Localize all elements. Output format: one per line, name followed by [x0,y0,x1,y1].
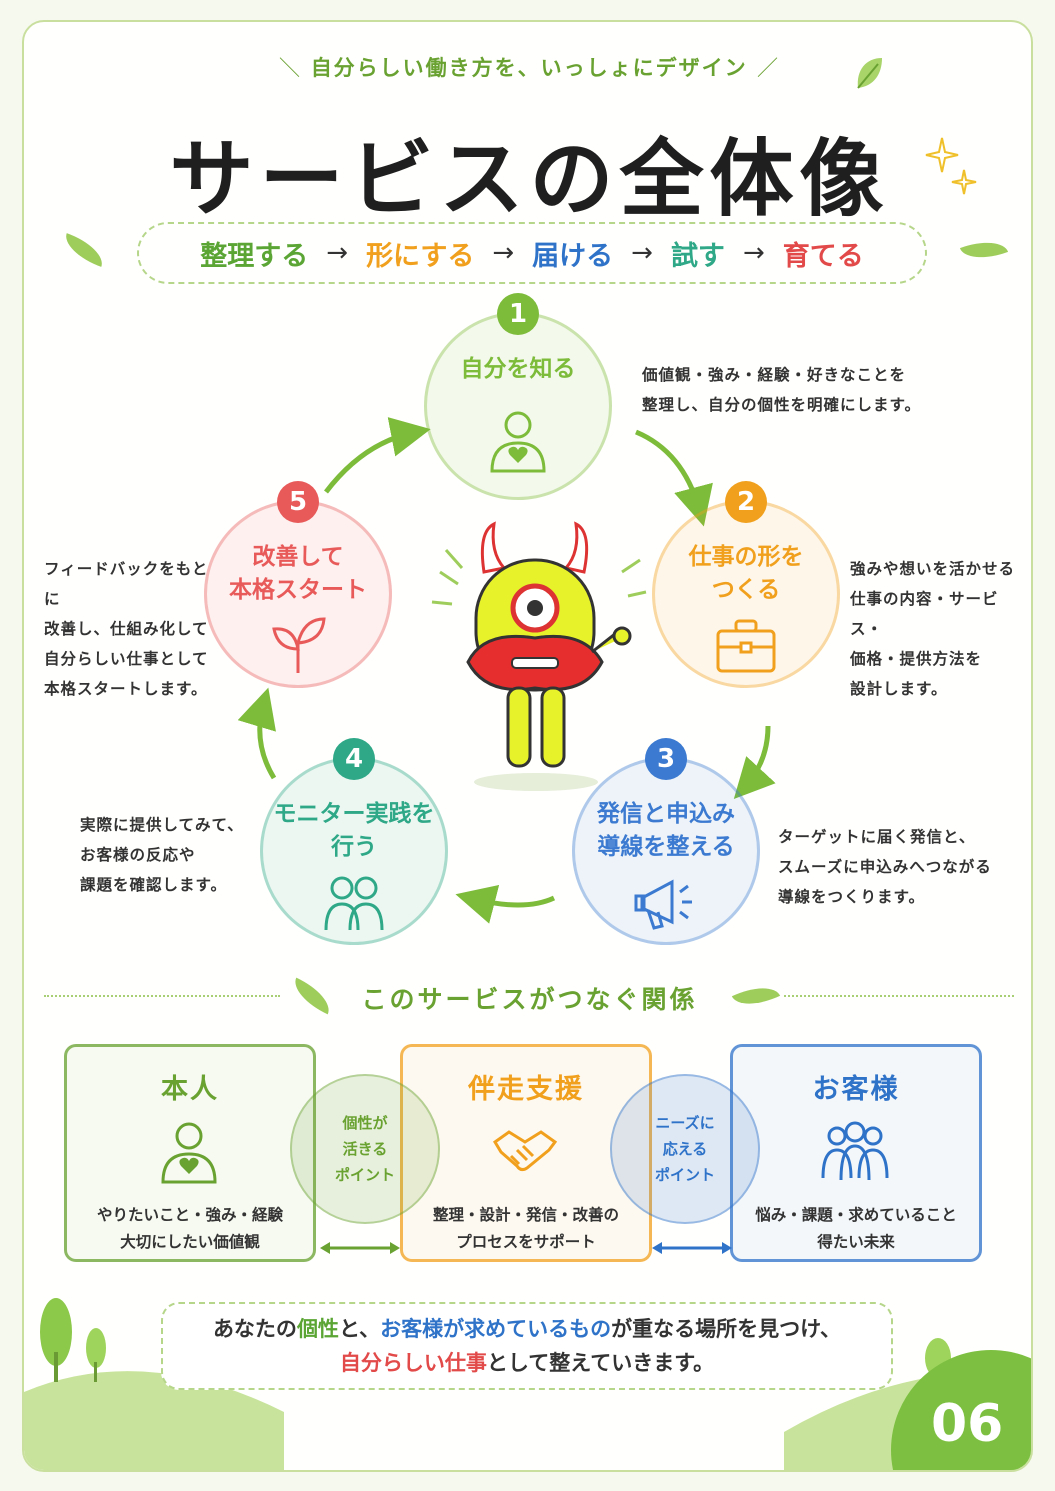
message-segment: と、 [338,1317,381,1341]
page-number: 06 [931,1394,1004,1454]
arrow-3-to-4 [455,884,556,924]
flow-step-label: 育てる [782,240,864,272]
step-description: 価値観・強み・経験・好きなことを整理し、自分の個性を明確にします。 [642,366,921,414]
message-segment: として整えていきます。 [486,1351,715,1375]
step-title: 自分を知る [460,356,576,382]
group-icon [821,1118,891,1188]
step-number-badge: 3 [645,738,687,780]
megaphone-icon [632,868,700,936]
step-description: 強みや想いを活かせる仕事の内容・サービス・価格・提供方法を設計します。 [850,560,1016,698]
process-flow-bar: 整理する → 形にする → 届ける → 試す → 育てる [137,222,927,284]
flow-arrow: → [742,238,765,268]
leaf-icon [857,58,882,89]
message-line-1: あなたの個性と、お客様が求めているものが重なる場所を見つけ、 [213,1312,841,1346]
double-arrow-green [320,1242,400,1254]
arrow-2-to-3 [733,725,776,800]
mascot-illustration [431,521,647,791]
sprout-icon [264,611,332,679]
relation-box: 本人やりたいこと・強み・経験大切にしたい価値観 [64,1044,316,1262]
cycle-step-3: 3 発信と申込み導線を整える [572,738,760,945]
relation-box-title: 本人 [161,1074,219,1105]
relation-box: お客様悩み・課題・求めていること得たい未来 [730,1044,982,1262]
step-title: 改善して本格スタート [229,544,367,603]
flow-step-label: 形にする [366,240,475,272]
deco-slash-left: ＼ [279,56,311,80]
flow-step-label: 整理する [200,240,309,272]
page-frame: ＼ 自分らしい働き方を、いっしょにデザイン ／ サービスの全体像 整理する → 形に… [22,20,1033,1472]
subtitle-text: 自分らしい働き方を、いっしょにデザイン [310,56,748,80]
step-number-badge: 5 [277,481,319,523]
step-number-badge: 4 [333,738,375,780]
handshake-icon [491,1118,561,1188]
step-description: 実際に提供してみて、お客様の反応や課題を確認します。 [80,816,244,894]
step-number-badge: 1 [497,293,539,335]
flow-step-label: 届ける [532,240,614,272]
relation-box-text: 悩み・課題・求めていること得たい未来 [755,1206,957,1251]
cycle-arrows [237,417,776,924]
message-segment: あなたの [212,1317,297,1341]
double-arrow-blue [652,1242,732,1254]
sparkle-icon [925,137,977,195]
connection-bubble: 個性が活きるポイント [290,1074,440,1224]
connection-bubble: ニーズに応えるポイント [610,1074,760,1224]
relation-box-title: お客様 [812,1074,900,1105]
relations-heading: このサービスがつなぐ関係 [361,985,698,1014]
relation-box-text: 整理・設計・発信・改善のプロセスをサポート [432,1206,619,1251]
cycle-step-2: 2 仕事の形をつくる [652,481,840,688]
step-title: 仕事の形をつくる [688,544,804,603]
divider-right [784,995,1014,997]
flow-arrow: → [492,238,515,268]
step-number-badge: 2 [725,481,767,523]
flow-arrow: → [326,238,349,268]
cycle-step-4: 4 モニター実践を行う [260,738,448,945]
deco-slash-right: ／ [757,56,780,80]
step-title: 発信と申込み導線を整える [597,801,735,860]
message-segment: が重なる場所を見つけ、 [611,1317,842,1341]
step-description: ターゲットに届く発信と、スムーズに申込みへつながる導線をつくります。 [778,828,992,906]
message-line-2: 自分らしい仕事として整えていきます。 [340,1346,714,1380]
leaf-icon [59,233,109,267]
arrow-1-to-2 [635,429,713,527]
arrow-5-to-1 [324,417,431,494]
person-heart-icon [484,407,552,475]
person-heart-icon [155,1118,225,1188]
people-icon [320,868,388,936]
message-segment: お客様が求めているもの [380,1317,612,1341]
leaf-icon [959,233,1009,267]
relation-box-title: 伴走支援 [468,1074,584,1105]
arrow-4-to-5 [237,687,277,780]
flow-step-label: 試す [670,240,725,272]
step-description: フィードバックをもとに改善し、仕組み化して自分らしい仕事として本格スタートします… [44,560,209,698]
cycle-step-1: 1 自分を知る [424,293,612,500]
divider-left [44,995,280,997]
closing-message: あなたの個性と、お客様が求めているものが重なる場所を見つけ、 自分らしい仕事とし… [161,1302,893,1390]
cycle-step-5: 5 改善して本格スタート [204,481,392,688]
flow-arrow: → [631,238,653,268]
message-segment: 個性 [296,1317,339,1341]
header-subtitle: ＼ 自分らしい働き方を、いっしょにデザイン ／ [24,52,1031,82]
relation-box-text: やりたいこと・強み・経験大切にしたい価値観 [96,1206,283,1251]
page-title: サービスの全体像 [169,130,890,228]
step-title: モニター実践を行う [273,801,435,860]
briefcase-icon [712,611,780,679]
message-segment: 自分らしい仕事 [339,1351,487,1375]
